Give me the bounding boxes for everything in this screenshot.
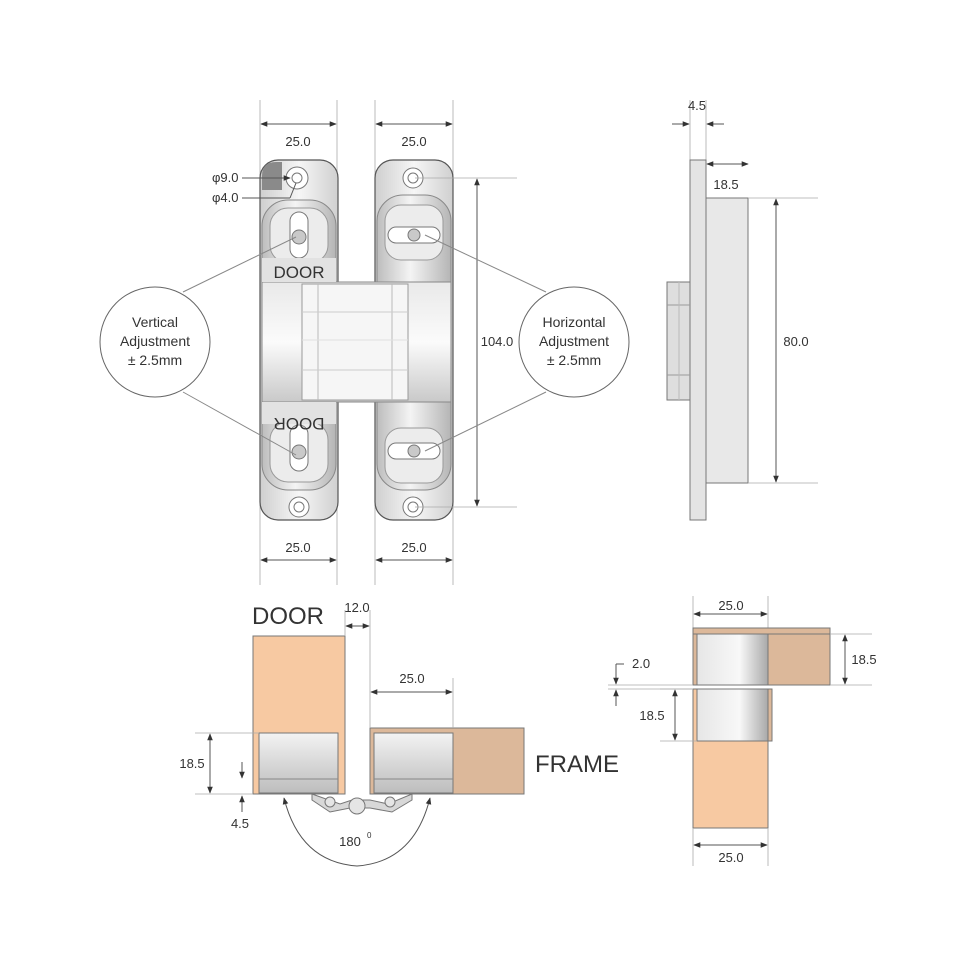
- dim-detail-right: 18.5: [851, 652, 876, 667]
- dim-plate-thickness: 4.5: [688, 98, 706, 113]
- svg-text:Vertical: Vertical: [132, 314, 178, 330]
- dim-top-left: 25.0: [285, 134, 310, 149]
- dim-hole-outer: φ9.0: [212, 170, 239, 185]
- angle-label: 180: [339, 834, 361, 849]
- door-label: DOOR: [252, 603, 324, 630]
- svg-text:± 2.5mm: ± 2.5mm: [128, 352, 182, 368]
- hinge-body: [261, 281, 452, 403]
- svg-text:Adjustment: Adjustment: [539, 333, 609, 349]
- dim-depth: 18.5: [179, 756, 204, 771]
- dim-height-104: 104.0: [481, 334, 514, 349]
- hinge-linkage: [311, 793, 413, 815]
- dim-side-depth: 18.5: [713, 177, 738, 192]
- detail-view: 25.0 18.5 18.5 2.0 25.0: [608, 596, 877, 866]
- dim-top-right: 25.0: [401, 134, 426, 149]
- vertical-adjustment-callout: Vertical Adjustment ± 2.5mm: [99, 236, 297, 456]
- dim-gap: 12.0: [344, 600, 369, 615]
- dim-hole-inner: φ4.0: [212, 190, 239, 205]
- dim-bottom-left: 25.0: [285, 540, 310, 555]
- door-label-top: DOOR: [274, 263, 325, 282]
- angle-unit: 0: [367, 831, 372, 840]
- svg-text:Adjustment: Adjustment: [120, 333, 190, 349]
- dim-offset: 4.5: [231, 816, 249, 831]
- side-view: 4.5 18.5 80.0: [666, 98, 818, 521]
- dim-bottom-right: 25.0: [401, 540, 426, 555]
- frame-label: FRAME: [535, 751, 619, 778]
- dim-side-height: 80.0: [783, 334, 808, 349]
- dim-detail-gap: 2.0: [632, 656, 650, 671]
- dim-detail-left: 18.5: [639, 708, 664, 723]
- door-label-bottom: DOOR: [274, 414, 325, 433]
- svg-text:± 2.5mm: ± 2.5mm: [547, 352, 601, 368]
- dim-top-width: 25.0: [399, 671, 424, 686]
- dim-detail-top: 25.0: [718, 598, 743, 613]
- top-view: DOOR FRAME 180 0 12.0 25.0: [179, 600, 619, 867]
- front-view: DOOR DOOR 25.0 25.0 25.0 25.0 104.0 φ9.0…: [99, 100, 630, 585]
- dim-detail-bottom: 25.0: [718, 850, 743, 865]
- svg-text:Horizontal: Horizontal: [542, 314, 605, 330]
- horizontal-adjustment-callout: Horizontal Adjustment ± 2.5mm: [424, 234, 630, 452]
